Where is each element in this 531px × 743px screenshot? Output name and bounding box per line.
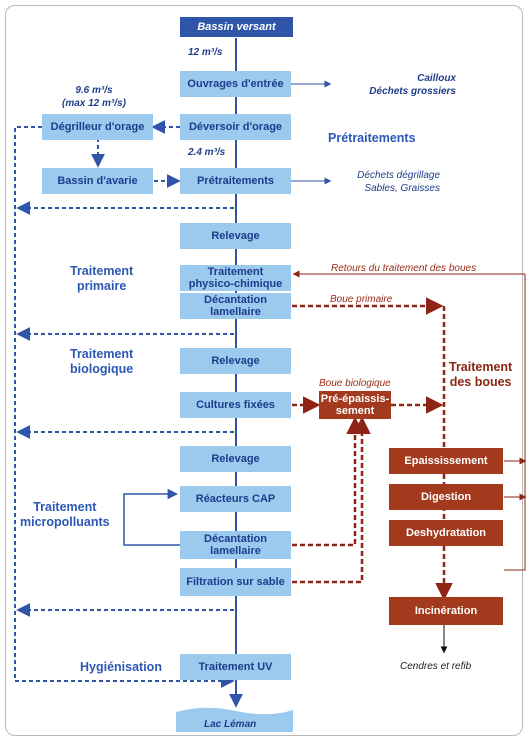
lake-outlet-label: Lac Léman — [204, 719, 257, 730]
flow-in-label: 12 m³/s — [188, 47, 223, 58]
entry-waste-label: Cailloux Déchets grossiers — [369, 73, 456, 97]
sludge-returns-label: Retours du traitement des boues — [331, 263, 477, 274]
lamellar2-sludge-line — [292, 416, 364, 547]
lift-box-3: Relevage — [180, 446, 291, 472]
section-pretreatment: Prétraitements — [328, 131, 416, 145]
source-box: Bassin versant — [180, 17, 293, 37]
sludge-returns-line — [504, 274, 526, 571]
section-sludge: Traitement des boues — [449, 360, 513, 389]
cap-reactors-box: Réacteurs CAP — [180, 486, 291, 512]
biological-sludge-label: Boue biologique — [319, 378, 391, 389]
physchem-box: Traitement physico-chimique — [180, 265, 291, 291]
section-primary: Traitement primaire — [70, 264, 134, 293]
pre-thickening-box: Pré-épaissis- sement — [319, 391, 391, 419]
dewatering-box: Deshydratation — [389, 520, 503, 546]
thickening-box: Epaississement — [389, 448, 503, 474]
pretreatment-box: Prétraitements — [180, 168, 291, 194]
fixed-cultures-box: Cultures fixées — [180, 392, 291, 418]
lift-box-2: Relevage — [180, 348, 291, 374]
section-hygienisation: Hygiénisation — [80, 660, 162, 674]
section-biological: Traitement biologique — [70, 347, 134, 376]
ash-label: Cendres et refib — [400, 661, 472, 672]
uv-treatment-box: Traitement UV — [180, 654, 291, 680]
flow-treated-label: 2.4 m³/s — [188, 147, 226, 158]
overflow-box: Déversoir d'orage — [180, 114, 291, 140]
cap-recirculation-line — [123, 488, 180, 546]
bypass-left-line — [14, 126, 235, 688]
pretreatment-waste-label: Déchets dégrillage Sables, Graisses — [357, 170, 440, 194]
primary-sludge-label: Boue primaire — [330, 294, 393, 305]
lift-box-1: Relevage — [180, 223, 291, 249]
flow-bypass-label: 9.6 m³/s (max 12 m³/s) — [62, 85, 126, 109]
lamellar-box-2: Décantation lamellaire — [180, 531, 291, 559]
sand-filtration-box: Filtration sur sable — [180, 568, 291, 596]
lake-outlet-shape — [176, 707, 293, 732]
entry-works-box: Ouvrages d'entrée — [180, 71, 291, 97]
section-micropollutants: Traitement micropolluants — [20, 500, 110, 529]
diagram-frame — [5, 5, 523, 736]
sandfilter-sludge-line — [292, 416, 371, 584]
emergency-basin-box: Bassin d'avarie — [42, 168, 153, 194]
incineration-box: Incinération — [389, 597, 503, 625]
lamellar-box-1: Décantation lamellaire — [180, 293, 291, 319]
digestion-box: Digestion — [389, 484, 503, 510]
storm-degritter-box: Dégrilleur d'orage — [42, 114, 153, 140]
